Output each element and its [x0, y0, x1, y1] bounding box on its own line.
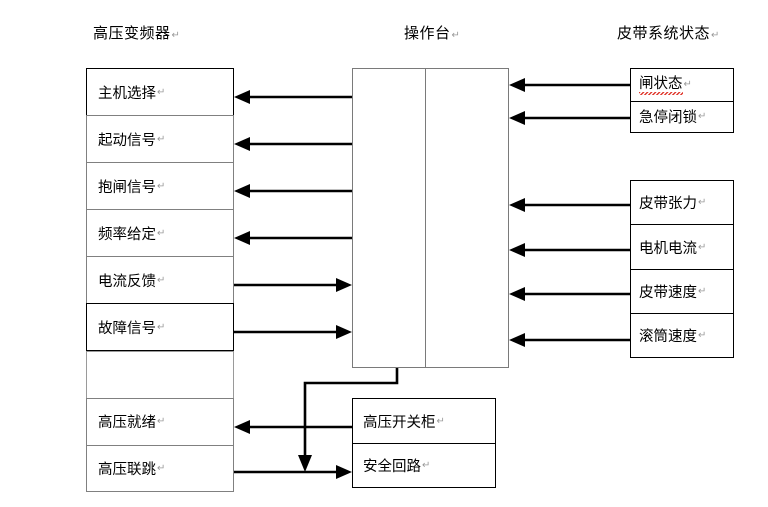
- right-top-row-1[interactable]: 闸状态↵: [630, 68, 734, 101]
- left-row-4[interactable]: 频率给定↵: [86, 209, 234, 257]
- pilcrow-mark: ↵: [157, 86, 166, 98]
- right-top-row-1-label: 闸状态: [639, 72, 683, 98]
- pilcrow-mark: ↵: [157, 462, 166, 474]
- pilcrow-mark: ↵: [157, 180, 166, 192]
- bottom-row-1-label: 高压开关柜: [363, 414, 436, 431]
- arrow-console-to-left-row-3: [234, 184, 352, 198]
- arrow-left-row-6-to-console: [234, 325, 352, 339]
- left-row-5-label: 电流反馈: [98, 273, 156, 290]
- left-row-6-label: 故障信号: [98, 320, 156, 337]
- arrow-right-bottom-row-3-to-console: [509, 287, 630, 301]
- pilcrow-mark: ↵: [171, 30, 180, 41]
- console-divider: [425, 69, 426, 367]
- right-top-row-2[interactable]: 急停闭锁↵: [630, 100, 734, 133]
- bottom-row-1[interactable]: 高压开关柜↵: [352, 398, 496, 443]
- left-row-8[interactable]: 高压就绪↵: [86, 397, 234, 445]
- left-row-4-label: 频率给定: [98, 226, 156, 243]
- arrow-right-bottom-row-4-to-console: [509, 333, 630, 347]
- bottom-row-2[interactable]: 安全回路↵: [352, 443, 496, 488]
- header-left: 高压变频器↵: [93, 24, 180, 42]
- left-row-5[interactable]: 电流反馈↵: [86, 256, 234, 304]
- pilcrow-mark: ↵: [422, 460, 431, 471]
- arrow-console-to-left-row-2: [234, 137, 352, 151]
- right-bottom-row-3-label: 皮带速度: [639, 284, 697, 301]
- arrow-right-top-row-1-to-console: [509, 78, 630, 92]
- arrow-right-bottom-row-1-to-console: [509, 198, 630, 212]
- header-right: 皮带系统状态↵: [617, 24, 720, 42]
- left-row-2[interactable]: 起动信号↵: [86, 115, 234, 163]
- left-row-6[interactable]: 故障信号↵: [86, 303, 234, 351]
- pilcrow-mark: ↵: [698, 241, 707, 253]
- header-center: 操作台↵: [404, 24, 460, 42]
- left-row-7-empty[interactable]: [86, 350, 234, 398]
- left-row-2-label: 起动信号: [98, 132, 156, 149]
- arrow-left-row-5-to-console: [234, 278, 352, 292]
- bottom-row-2-label: 安全回路: [363, 459, 421, 475]
- right-bottom-row-4[interactable]: 滚筒速度↵: [630, 313, 734, 358]
- bottom-table: 高压开关柜↵ 安全回路↵: [352, 398, 496, 488]
- right-bottom-row-1-label: 皮带张力: [639, 196, 697, 213]
- pilcrow-mark: ↵: [157, 133, 166, 145]
- arrow-switchgear-to-left-row-8: [234, 420, 352, 434]
- right-bottom-row-3[interactable]: 皮带速度↵: [630, 268, 734, 314]
- left-row-8-label: 高压就绪: [98, 415, 156, 432]
- left-row-1[interactable]: 主机选择↵: [86, 68, 234, 116]
- left-row-3-label: 抱闸信号: [98, 179, 156, 196]
- right-top-table: 闸状态↵ 急停闭锁↵: [630, 68, 734, 133]
- left-row-1-label: 主机选择: [98, 85, 156, 102]
- right-bottom-table: 皮带张力↵ 电机电流↵ 皮带速度↵ 滚筒速度↵: [630, 180, 734, 358]
- pilcrow-mark: ↵: [157, 227, 166, 239]
- left-row-3[interactable]: 抱闸信号↵: [86, 162, 234, 210]
- arrow-right-bottom-row-2-to-console: [509, 243, 630, 257]
- pilcrow-mark: ↵: [698, 329, 707, 341]
- pilcrow-mark: ↵: [698, 285, 707, 297]
- right-bottom-row-1[interactable]: 皮带张力↵: [630, 180, 734, 225]
- pilcrow-mark: ↵: [698, 197, 707, 209]
- pilcrow-mark: ↵: [157, 416, 166, 428]
- right-bottom-row-2-label: 电机电流: [639, 240, 697, 257]
- pilcrow-mark: ↵: [698, 111, 707, 123]
- pilcrow-mark: ↵: [157, 274, 166, 286]
- right-bottom-row-2[interactable]: 电机电流↵: [630, 224, 734, 269]
- pilcrow-mark: ↵: [451, 30, 460, 41]
- arrow-console-to-left-row-4: [234, 231, 352, 245]
- left-signal-table: 主机选择↵ 起动信号↵ 抱闸信号↵ 频率给定↵ 电流反馈↵ 故障信号↵ 高压就绪…: [86, 68, 234, 492]
- right-bottom-row-4-label: 滚筒速度: [639, 328, 697, 345]
- console-box[interactable]: [352, 68, 509, 368]
- left-row-9[interactable]: 高压联跳↵: [86, 444, 234, 492]
- arrow-right-top-row-2-to-console: [509, 111, 630, 125]
- right-top-row-2-label: 急停闭锁: [639, 110, 697, 127]
- pilcrow-mark: ↵: [683, 79, 692, 91]
- pilcrow-mark: ↵: [436, 415, 445, 427]
- left-row-9-label: 高压联跳: [98, 461, 156, 478]
- pilcrow-mark: ↵: [711, 30, 720, 41]
- pilcrow-mark: ↵: [157, 321, 166, 333]
- arrow-console-to-left-row-1: [234, 90, 352, 104]
- arrow-left-row-9-to-safety-circuit: [234, 465, 352, 479]
